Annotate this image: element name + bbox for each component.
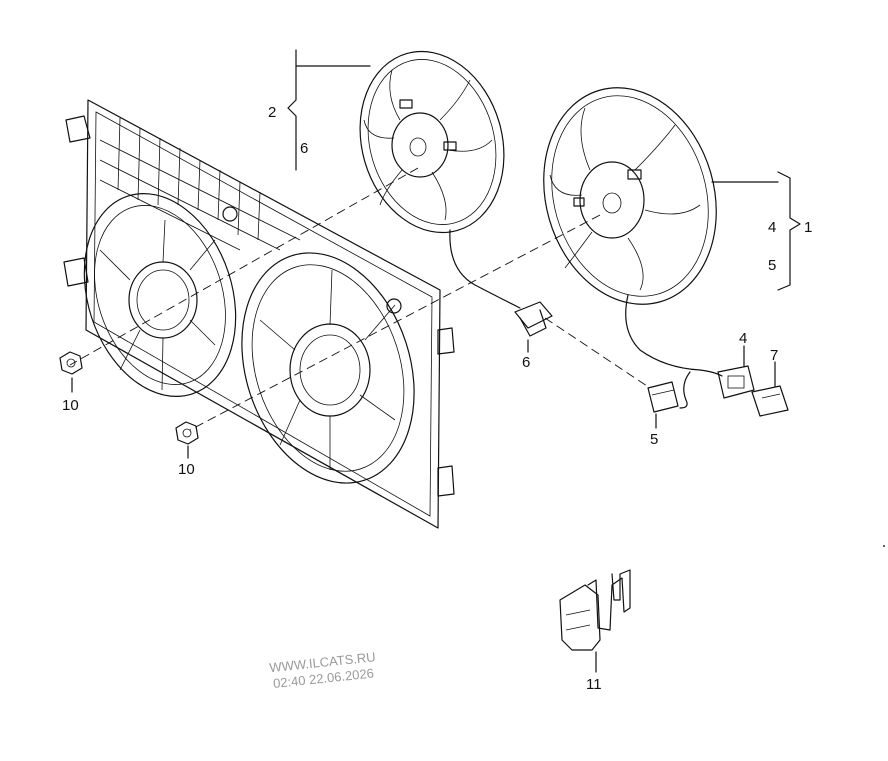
callout-5-connector: 5: [650, 431, 658, 448]
callout-4-connector: 4: [739, 330, 747, 347]
callout-1: 1: [804, 219, 812, 236]
callout-4-fan: 4: [768, 219, 776, 236]
connector-5: [647, 381, 679, 413]
clip-11: [559, 569, 631, 651]
watermark: WWW.ILCATS.RU 02:40 22.06.2026: [269, 649, 377, 691]
leader-lines: [71, 49, 801, 673]
callout-10-lower: 10: [178, 461, 195, 478]
connector-4: [717, 365, 755, 399]
resistor-7: [751, 385, 789, 417]
callout-10-left: 10: [62, 397, 79, 414]
shroud-ring-right: [241, 252, 415, 484]
callout-5-fan: 5: [768, 257, 776, 274]
callout-11: 11: [586, 676, 602, 693]
callout-2: 2: [268, 104, 276, 121]
shroud-ring-left: [83, 193, 237, 397]
fan-motor-1: [543, 87, 723, 409]
nut-10-left: [59, 351, 83, 375]
fan-shroud: [63, 99, 455, 529]
callout-6-connector: 6: [522, 354, 530, 371]
connector-6: [514, 301, 553, 337]
assembly-centerlines: [69, 167, 651, 431]
callout-7: 7: [770, 347, 778, 364]
edge-dot: [883, 545, 885, 547]
nut-10-lower: [175, 421, 199, 445]
callout-6-fan: 6: [300, 140, 308, 157]
fan-motor-2: [359, 50, 521, 309]
